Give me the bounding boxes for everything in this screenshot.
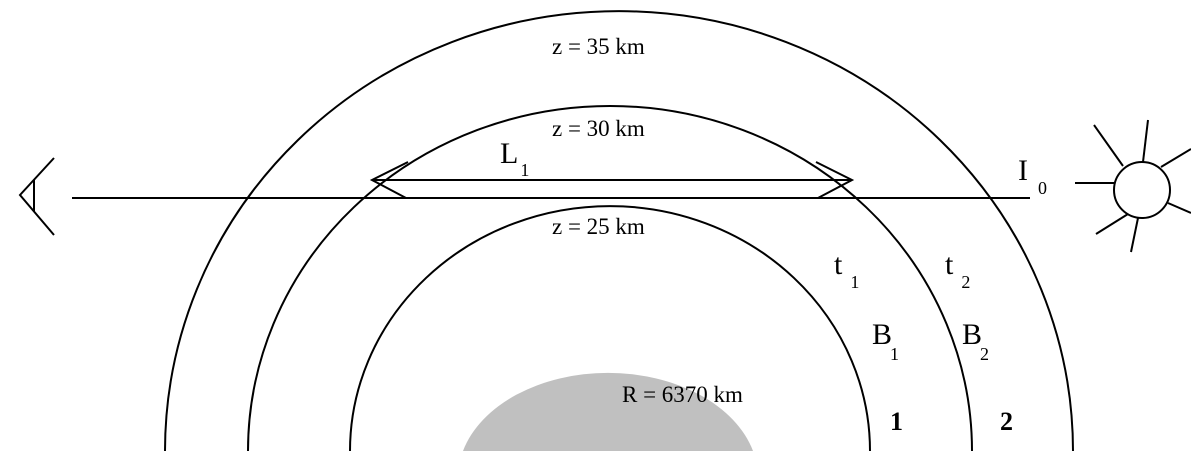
shell-30km (247, 105, 973, 451)
label-z25: z = 25 km (552, 214, 645, 239)
path-length-bracket (369, 161, 855, 199)
label-incident-intensity: I0 (1018, 154, 1047, 198)
label-layer-2: 2 (1000, 407, 1013, 436)
shell-35km (164, 10, 1074, 451)
label-transmittance-2: t2 (945, 248, 970, 292)
label-z35: z = 35 km (552, 34, 645, 59)
label-radius: R = 6370 km (622, 382, 743, 407)
eye-icon (18, 157, 55, 236)
label-layer-1: 1 (890, 407, 903, 436)
label-transmittance-1: t1 (834, 248, 859, 292)
earth-disk (463, 372, 753, 451)
label-z30: z = 30 km (552, 116, 645, 141)
sun-icon (1075, 119, 1191, 253)
shell-25km (349, 205, 871, 451)
